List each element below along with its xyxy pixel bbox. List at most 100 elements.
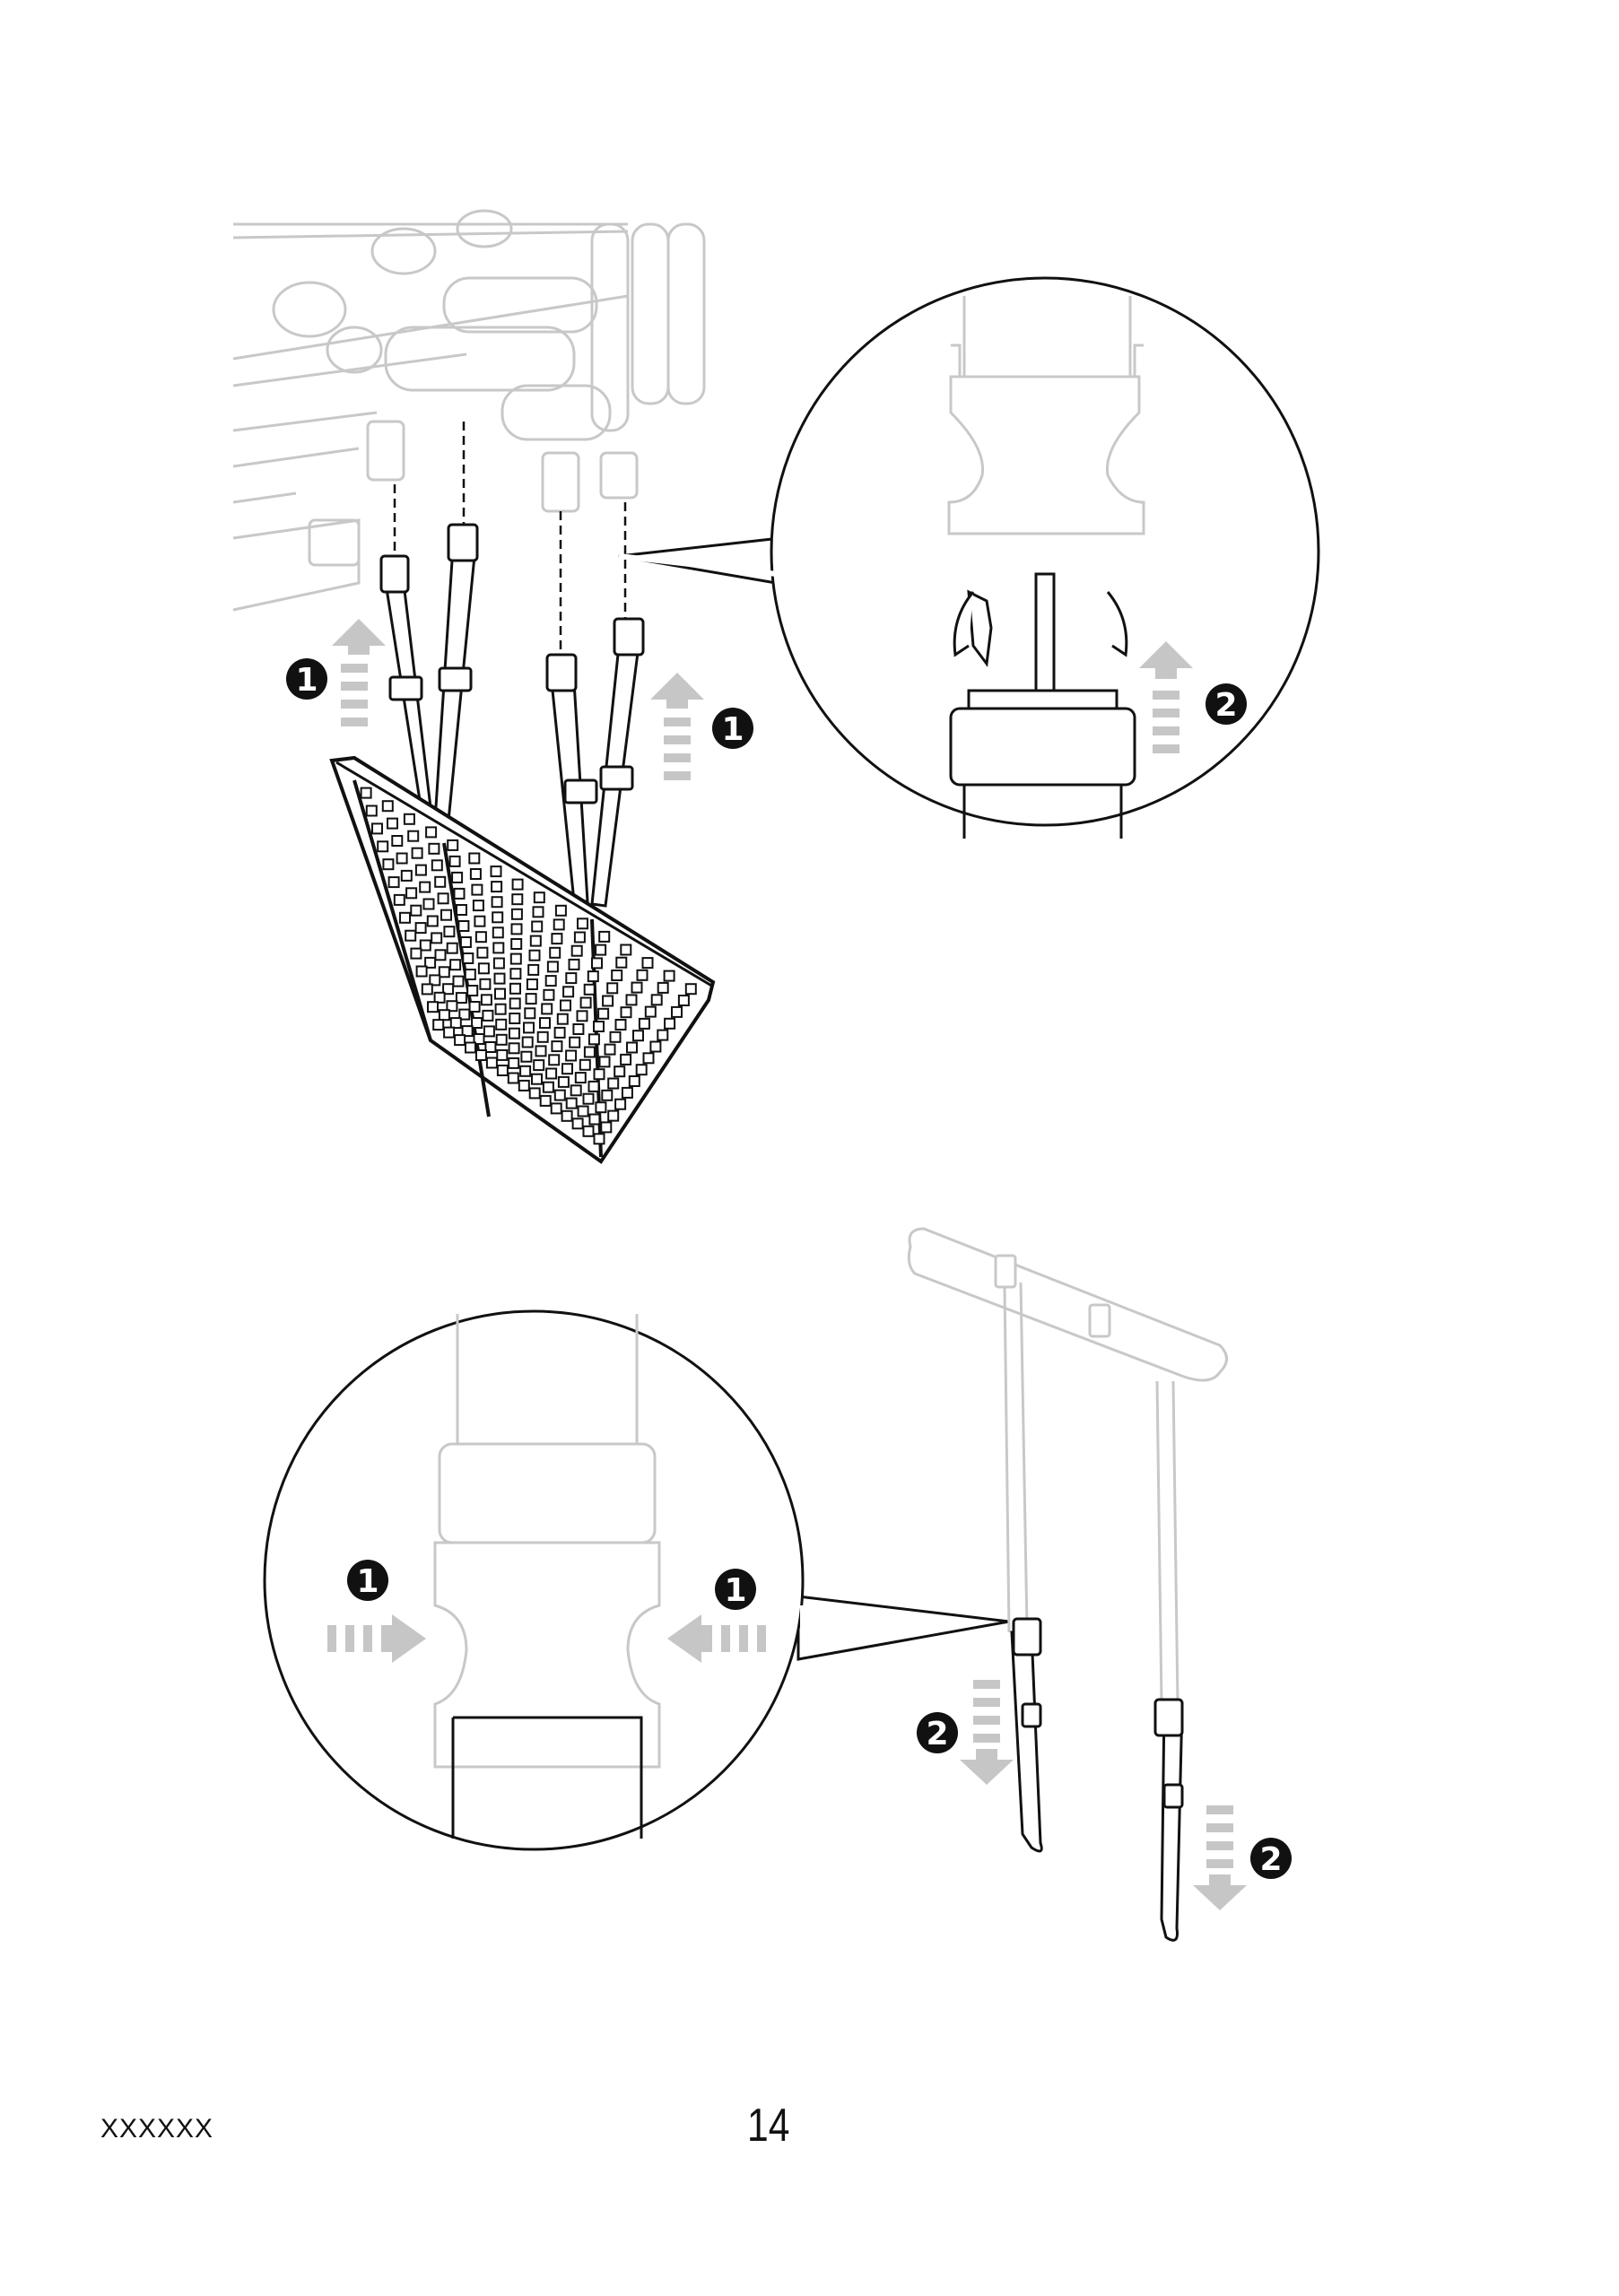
basket-mesh-cell: [494, 987, 506, 1000]
basket-mesh-cell: [644, 1005, 657, 1018]
basket-mesh-cell: [421, 983, 433, 996]
basket-mesh-cell: [588, 1080, 600, 1092]
basket-mesh-cell: [442, 983, 455, 996]
straps: [379, 523, 645, 908]
basket-mesh-cell: [635, 1064, 648, 1076]
zoom-circle-bottom: [263, 1309, 1010, 1851]
basket-mesh-cell: [492, 911, 504, 924]
basket-mesh-cell: [446, 1000, 458, 1013]
basket-mesh-cell: [561, 1109, 573, 1122]
basket-mesh-cell: [407, 830, 420, 842]
basket-mesh-cell: [600, 1121, 613, 1134]
basket-mesh-cell: [638, 1017, 650, 1030]
basket-mesh-cell: [593, 1021, 605, 1032]
basket-mesh-cell: [484, 1041, 497, 1053]
basket-mesh-cell: [582, 1125, 595, 1137]
basket-mesh-cell: [593, 1068, 605, 1081]
basket-mesh-cell: [474, 915, 486, 927]
basket-mesh-cell: [606, 982, 619, 995]
basket-mesh-cell: [492, 957, 505, 970]
basket-mesh-cell: [650, 994, 663, 1006]
step-number: 2: [926, 1716, 948, 1752]
basket-mesh-cell: [544, 975, 557, 987]
basket-mesh-cell: [391, 835, 404, 847]
basket-mesh-cell: [479, 978, 492, 990]
basket-mesh-cell: [549, 946, 561, 959]
basket-mesh-cell: [598, 1056, 611, 1068]
basket-mesh-cell: [466, 985, 479, 996]
basket-mesh-cell: [551, 933, 563, 945]
basket-mesh-cell: [461, 1025, 474, 1038]
basket-mesh-cell: [529, 935, 542, 947]
down-arrow-icon: [960, 1680, 1014, 1785]
basket-mesh-cell: [528, 949, 541, 961]
basket-mesh-cell: [493, 972, 506, 985]
basket-mesh-cell: [443, 1026, 456, 1039]
basket-mesh-cell: [542, 1081, 554, 1093]
step-badge: 1: [286, 658, 327, 700]
basket-mesh-cell: [510, 908, 523, 920]
basket-mesh-cell: [399, 911, 411, 924]
basket-mesh-cell: [475, 1049, 487, 1061]
basket-mesh-cell: [451, 871, 464, 883]
step-number: 1: [721, 711, 744, 748]
basket-mesh-cell: [446, 942, 458, 954]
basket-mesh-cell: [431, 932, 443, 944]
basket-mesh-cell: [482, 1009, 494, 1022]
step-number: 1: [724, 1572, 746, 1609]
basket-mesh-cell: [510, 923, 523, 935]
basket-mesh-cell: [553, 918, 565, 931]
step-badge: 1: [715, 1569, 756, 1610]
step-badge: 2: [917, 1712, 958, 1753]
left-arrow-icon: [667, 1614, 766, 1663]
basket-mesh-cell: [456, 904, 467, 916]
basket-mesh-cell: [510, 938, 523, 950]
basket-mesh-cell: [642, 1052, 655, 1065]
basket-mesh-cell: [511, 878, 524, 891]
basket-mesh-cell: [476, 946, 489, 959]
basket-mesh-cell: [583, 983, 596, 996]
step-number: 2: [1259, 1841, 1282, 1878]
basket-mesh-cell: [426, 915, 439, 927]
basket-mesh-cell: [536, 1031, 549, 1043]
basket-mesh-cell: [495, 1018, 508, 1031]
basket-mesh-cell: [565, 1097, 578, 1109]
basket-mesh-cell: [508, 1027, 520, 1039]
basket-mesh-cell: [405, 887, 418, 900]
basket-mesh-cell: [403, 813, 415, 825]
basket-mesh-cell: [565, 972, 578, 985]
basket-mesh-cell: [459, 936, 472, 948]
basket-mesh-cell: [568, 958, 580, 970]
basket-mesh-cell: [556, 1013, 569, 1025]
basket-mesh-cell: [520, 1050, 533, 1063]
basket-mesh-cell: [595, 1101, 607, 1114]
basket-mesh-cell: [519, 1065, 532, 1077]
basket-mesh-cell: [573, 931, 586, 944]
basket-mesh-cell: [462, 952, 474, 964]
basket-mesh-cell: [597, 1007, 610, 1020]
basket-mesh-cell: [509, 1013, 521, 1024]
basket-mesh-cell: [677, 995, 690, 1006]
document-code: XXXXXX: [100, 2114, 214, 2144]
basket-mesh-cell: [554, 904, 567, 917]
basket-mesh-cell: [574, 1072, 587, 1084]
basket-mesh-cell: [492, 942, 505, 954]
basket-mesh-cell: [437, 892, 449, 905]
basket-mesh-cell: [509, 968, 522, 980]
basket-mesh-cell: [533, 891, 545, 904]
arrows: [327, 619, 1247, 1910]
basket-mesh-cell: [551, 1040, 563, 1053]
basket-mesh-cell: [571, 1118, 584, 1130]
basket-mesh-cell: [471, 1017, 483, 1029]
basket-mesh-cell: [553, 1026, 566, 1039]
basket-mesh-cell: [657, 1029, 669, 1041]
basket-mesh-cell: [410, 904, 422, 917]
basket-mesh-cell: [628, 1075, 640, 1087]
step-badge: 1: [712, 708, 753, 749]
basket-mesh-cell: [431, 859, 443, 872]
basket-mesh-cell: [539, 1094, 552, 1107]
basket-mesh-cell: [632, 1030, 644, 1042]
basket-mesh-cell: [684, 983, 697, 996]
basket-mesh-cell: [508, 1057, 520, 1069]
basket-mesh-cell: [541, 1003, 553, 1015]
